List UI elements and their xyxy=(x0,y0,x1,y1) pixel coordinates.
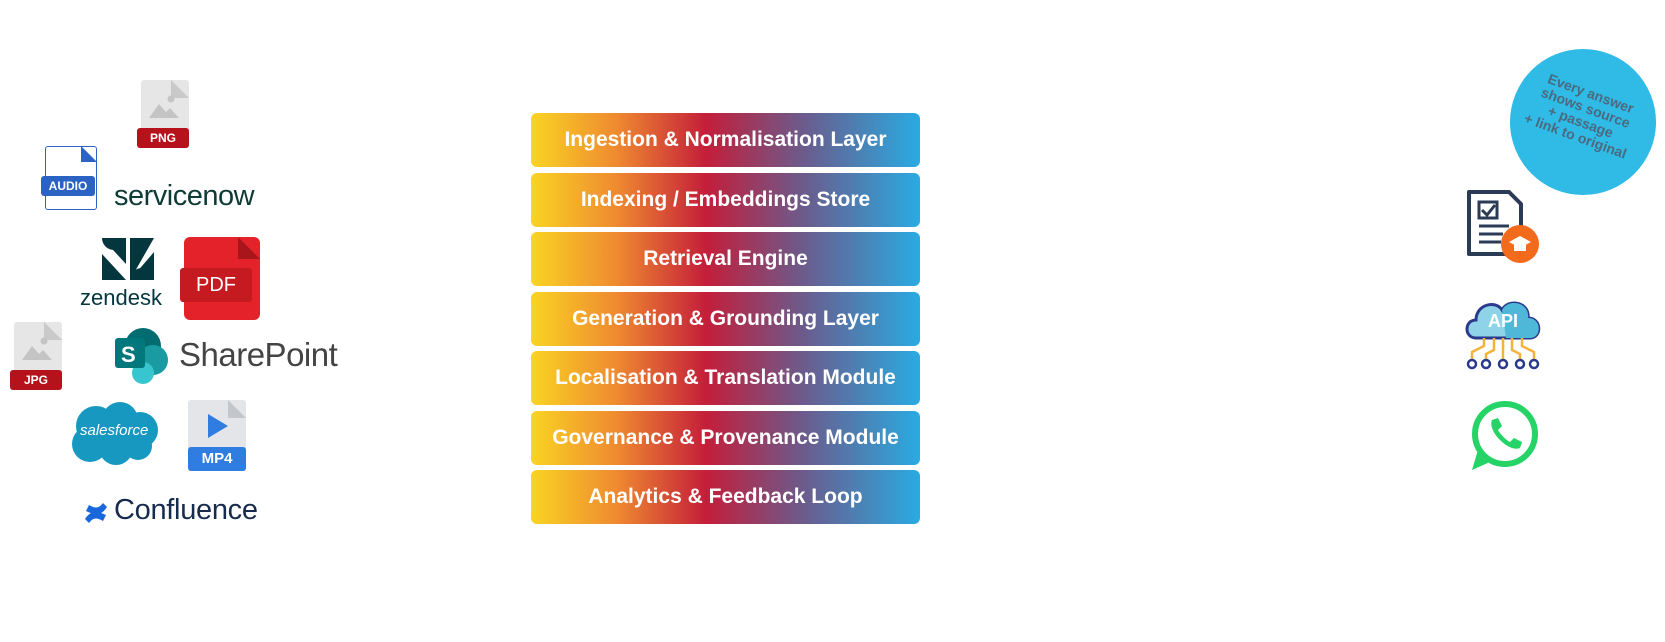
confluence-wordmark: Confluence xyxy=(114,494,258,526)
play-icon xyxy=(208,414,228,438)
salesforce-cloud-icon xyxy=(72,402,158,465)
provenance-bubble: Every answer shows source + passage + li… xyxy=(1510,49,1656,195)
mp4-file-icon: MP4 xyxy=(188,400,246,471)
png-file-icon: PNG xyxy=(137,80,189,148)
api-cloud-icon xyxy=(1465,301,1541,370)
servicenow-logo: servicenow xyxy=(114,180,255,213)
image-placeholder-icon xyxy=(22,337,52,360)
salesforce-wordmark: salesforce xyxy=(80,422,149,439)
api-label: API xyxy=(1488,311,1519,331)
pdf-label: PDF xyxy=(180,268,252,302)
document-certificate-icon xyxy=(1467,190,1539,263)
layer-ingestion: Ingestion & Normalisation Layer xyxy=(531,113,920,167)
provenance-bubble-text: Every answer shows source + passage + li… xyxy=(1504,62,1662,168)
jpg-file-icon: JPG xyxy=(10,322,62,390)
whatsapp-icon xyxy=(1472,401,1538,470)
layer-retrieval: Retrieval Engine xyxy=(531,232,920,286)
layer-governance: Governance & Provenance Module xyxy=(531,411,920,465)
jpg-label: JPG xyxy=(10,370,62,390)
zendesk-logo-icon xyxy=(102,238,154,280)
confluence-logo-icon xyxy=(85,503,107,523)
mp4-label: MP4 xyxy=(188,447,246,471)
layer-generation: Generation & Grounding Layer xyxy=(531,292,920,346)
sharepoint-wordmark: SharePoint xyxy=(179,336,338,373)
servicenow-wordmark: servicenow xyxy=(114,180,255,212)
layer-localisation: Localisation & Translation Module xyxy=(531,351,920,405)
audio-label: AUDIO xyxy=(41,176,95,196)
layer-indexing: Indexing / Embeddings Store xyxy=(531,173,920,227)
audio-file-icon: AUDIO xyxy=(41,146,97,210)
image-placeholder-icon xyxy=(149,95,179,118)
sharepoint-letter: S xyxy=(121,342,136,367)
pdf-file-icon: PDF xyxy=(180,237,260,320)
zendesk-wordmark: zendesk xyxy=(80,285,162,310)
sharepoint-logo-icon xyxy=(115,328,168,384)
png-label: PNG xyxy=(137,128,189,148)
layer-analytics: Analytics & Feedback Loop xyxy=(531,470,920,524)
